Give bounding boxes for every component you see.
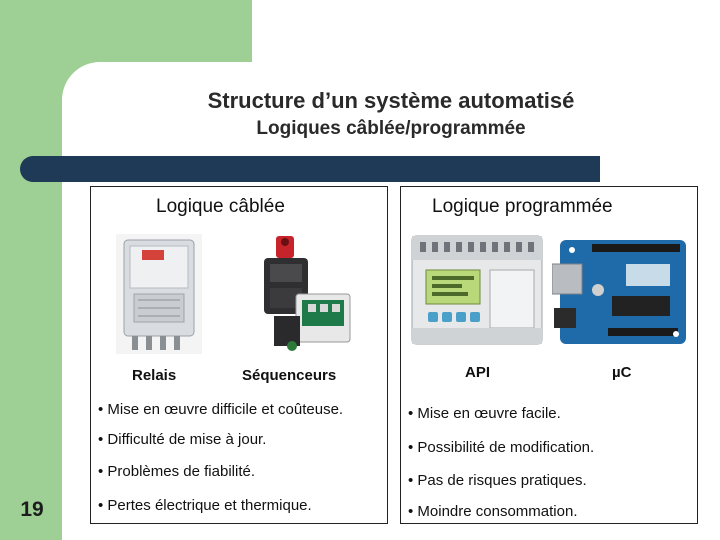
sequencer-photo [234, 232, 354, 356]
right-column-frame [400, 186, 698, 524]
heading-logique-programmee: Logique programmée [432, 196, 613, 217]
label-sequenceurs: Séquenceurs [242, 367, 337, 384]
relay-photo [116, 234, 202, 354]
left-bullet-1: • Mise en œuvre difficile et coûteuse. [98, 401, 344, 418]
slide-title: Structure d’un système automatisé [207, 88, 575, 113]
right-bullet-4: • Moindre consommation. [408, 503, 578, 520]
label-relais: Relais [132, 367, 177, 384]
decorative-green-strip [0, 0, 62, 540]
left-column-frame [90, 186, 388, 524]
left-bullet-2: • Difficulté de mise à jour. [98, 431, 267, 448]
left-bullet-3: • Problèmes de fiabilité. [98, 463, 255, 480]
left-bullet-4: • Pertes électrique et thermique. [98, 497, 312, 514]
label-api: API [465, 364, 491, 381]
title-divider-bar [20, 156, 600, 182]
heading-logique-cablee: Logique câblée [156, 196, 285, 217]
microcontroller-board-photo [552, 230, 692, 352]
right-bullet-2: • Possibilité de modification. [408, 439, 595, 456]
label-microcontroller: µC [612, 364, 632, 381]
right-bullet-3: • Pas de risques pratiques. [408, 472, 587, 489]
slide-subtitle: Logiques câblée/programmée [256, 118, 526, 139]
slide-number: 19 [20, 498, 44, 521]
right-bullet-1: • Mise en œuvre facile. [408, 405, 561, 422]
plc-photo [406, 228, 548, 352]
